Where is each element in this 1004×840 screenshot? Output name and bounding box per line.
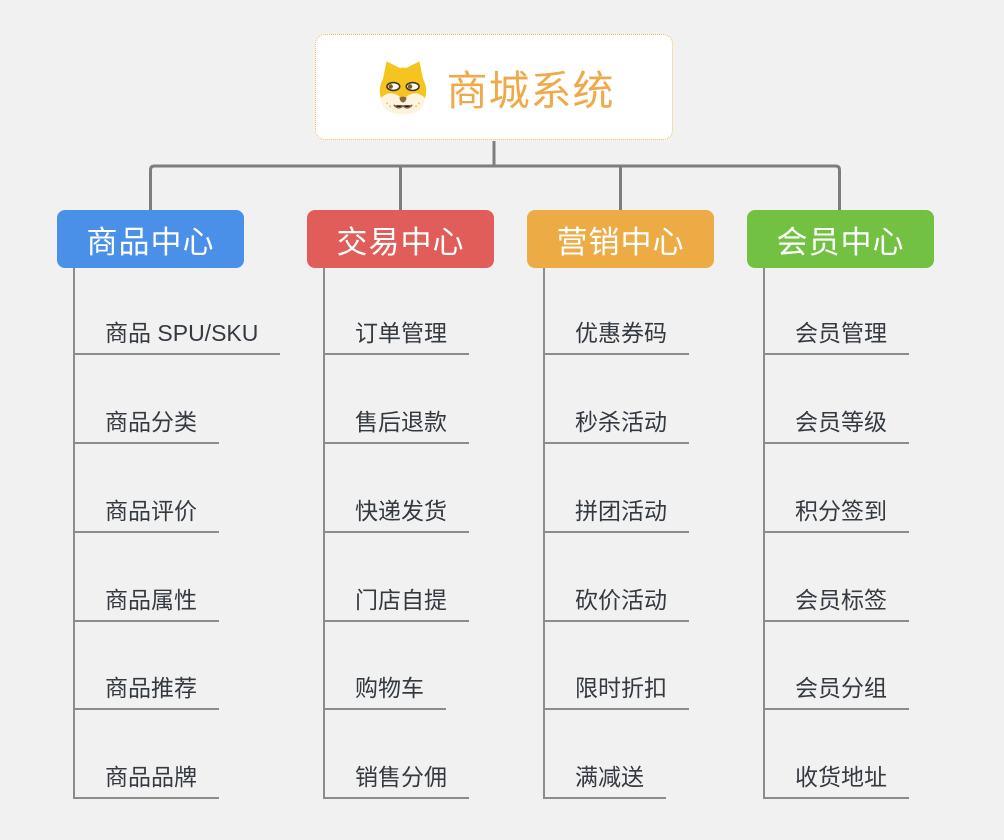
branch-node-label: 商品中心 [86,224,215,260]
child-node[interactable]: 售后退款 [325,355,469,444]
branch-children: 会员管理会员等级积分签到会员标签会员分组收货地址 [763,266,909,800]
branch-node-label: 营销中心 [556,224,685,260]
branch-children: 优惠券码秒杀活动拼团活动砍价活动限时折扣满减送 [543,266,689,800]
branch-children: 订单管理售后退款快递发货门店自提购物车销售分佣 [323,266,469,800]
branch-node-label: 会员中心 [776,224,905,260]
child-node-label: 会员分组 [795,675,887,702]
branch-column: 交易中心 订单管理售后退款快递发货门店自提购物车销售分佣 [307,210,547,800]
child-node-label: 门店自提 [355,586,447,613]
child-node-label: 商品 SPU/SKU [105,319,259,346]
child-node[interactable]: 商品 SPU/SKU [75,266,281,355]
branch-column: 会员中心 会员管理会员等级积分签到会员标签会员分组收货地址 [747,210,987,800]
branch-node[interactable]: 交易中心 [307,210,494,268]
child-node-label: 限时折扣 [575,675,667,702]
child-node-label: 购物车 [355,675,424,702]
child-node[interactable]: 秒杀活动 [545,355,689,444]
branch-node[interactable]: 营销中心 [527,210,714,268]
dog-face-icon [379,61,426,115]
branch-node-label: 交易中心 [336,224,465,260]
child-node-label: 砍价活动 [575,586,667,613]
branch-column: 商品中心 商品 SPU/SKU 商品分类商品评价商品属性商品推荐商品品牌 [57,210,297,800]
child-node[interactable]: 快递发货 [325,444,469,533]
child-node-label: 收货地址 [795,764,887,791]
child-node-label: 销售分佣 [355,764,447,791]
child-node-label: 商品属性 [105,586,197,613]
child-node[interactable]: 会员管理 [765,266,909,355]
child-node[interactable]: 限时折扣 [545,622,689,711]
child-node[interactable]: 会员标签 [765,533,909,622]
child-node[interactable]: 购物车 [325,622,446,711]
child-node-label: 会员管理 [795,319,887,346]
child-node[interactable]: 收货地址 [765,710,909,800]
child-node[interactable]: 销售分佣 [325,710,469,800]
child-node[interactable]: 商品品牌 [75,710,219,800]
branch-children: 商品 SPU/SKU 商品分类商品评价商品属性商品推荐商品品牌 [73,266,281,800]
child-node-label: 会员标签 [795,586,887,613]
child-node[interactable]: 拼团活动 [545,444,689,533]
branch-node[interactable]: 会员中心 [747,210,934,268]
branch-node[interactable]: 商品中心 [57,210,244,268]
child-node[interactable]: 商品评价 [75,444,219,533]
child-node-label: 售后退款 [355,408,447,435]
child-node-label: 秒杀活动 [575,408,667,435]
child-node-label: 商品品牌 [105,764,197,791]
root-node[interactable]: 商城系统 [315,34,673,140]
child-node[interactable]: 商品属性 [75,533,219,622]
child-node[interactable]: 优惠券码 [545,266,689,355]
root-node-label: 商城系统 [446,68,615,114]
child-node-label: 积分签到 [795,497,887,524]
child-node[interactable]: 会员等级 [765,355,909,444]
child-node-label: 商品分类 [105,408,197,435]
child-node[interactable]: 砍价活动 [545,533,689,622]
child-node-label: 商品推荐 [105,675,197,702]
child-node[interactable]: 门店自提 [325,533,469,622]
child-node[interactable]: 商品分类 [75,355,219,444]
branch-column: 营销中心 优惠券码秒杀活动拼团活动砍价活动限时折扣满减送 [527,210,767,800]
child-node-label: 满减送 [575,764,644,791]
child-node[interactable]: 商品推荐 [75,622,219,711]
child-node-label: 拼团活动 [575,497,667,524]
child-node-label: 会员等级 [795,408,887,435]
child-node-label: 商品评价 [105,497,197,524]
child-node[interactable]: 会员分组 [765,622,909,711]
child-node[interactable]: 满减送 [545,710,666,800]
child-node-label: 订单管理 [355,319,447,346]
child-node-label: 快递发货 [355,497,447,524]
child-node[interactable]: 积分签到 [765,444,909,533]
child-node[interactable]: 订单管理 [325,266,469,355]
child-node-label: 优惠券码 [575,319,667,346]
